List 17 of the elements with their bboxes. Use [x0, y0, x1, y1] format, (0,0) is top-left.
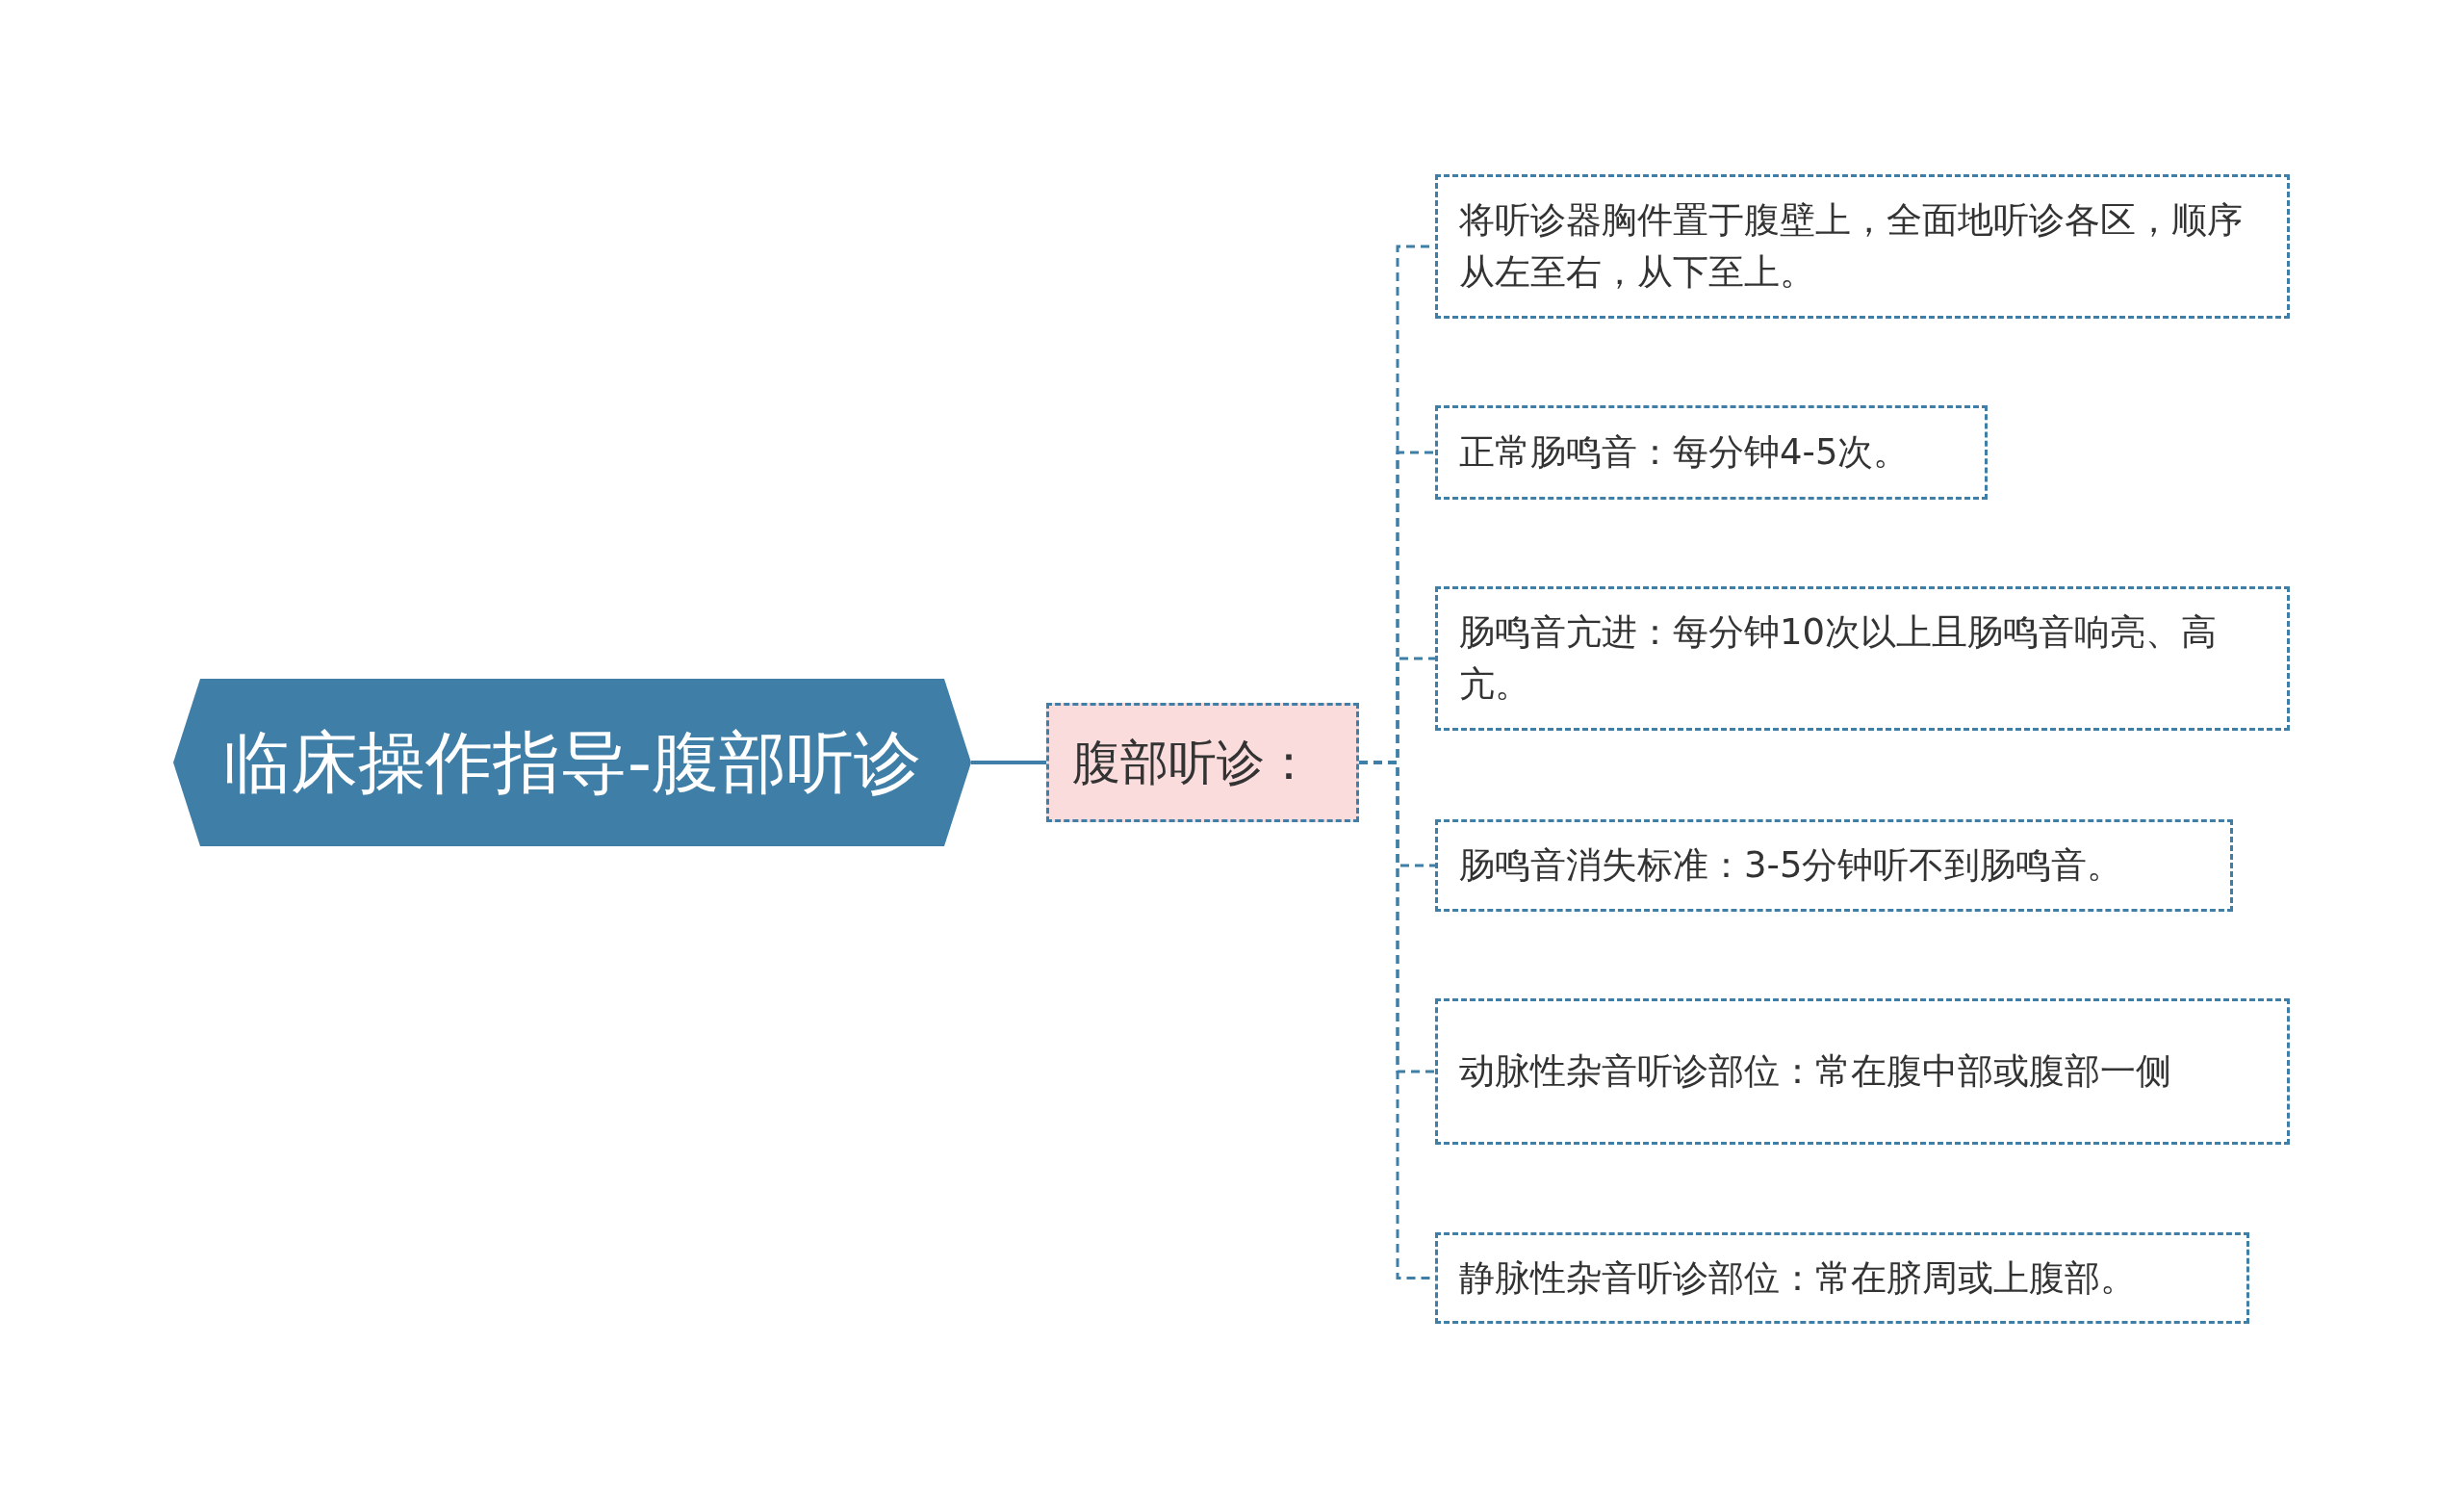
note-box [1435, 405, 1988, 500]
note-text: 将听诊器胸件置于腹壁上，全面地听诊各区，顺序从左至右，从下至上。 [1459, 198, 2244, 295]
note-box [1435, 998, 2290, 1145]
note-box [1435, 586, 2290, 731]
note-text: 静脉性杂音听诊部位：常在脐周或上腹部。 [1459, 1255, 2136, 1301]
note-box [1435, 819, 2233, 912]
subtopic-box [1046, 703, 1359, 822]
note-text: 动脉性杂音听诊部位：常在腹中部或腹部一侧 [1459, 1049, 2171, 1095]
connector-line [971, 761, 1046, 764]
subtopic-title: 腹部听诊： [1072, 734, 1313, 791]
topic-hexagon [173, 679, 971, 846]
topic-title: 临床操作指导-腹部听诊 [222, 722, 922, 803]
note-box [1435, 174, 2290, 319]
note-box [1435, 1232, 2249, 1324]
note-text: 肠鸣音亢进：每分钟10次以上且肠鸣音响亮、高亢。 [1459, 610, 2219, 707]
note-text: 肠鸣音消失标准：3-5分钟听不到肠鸣音。 [1459, 843, 2123, 889]
note-text: 正常肠鸣音：每分钟4-5次。 [1459, 430, 1910, 476]
